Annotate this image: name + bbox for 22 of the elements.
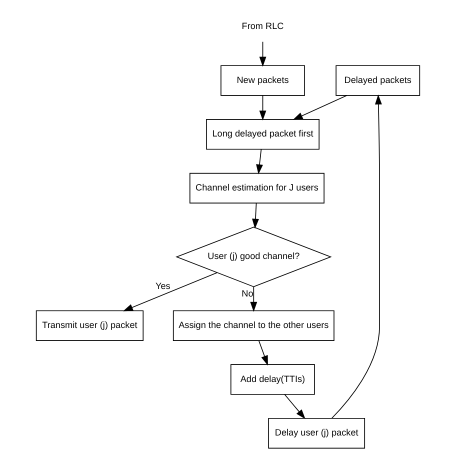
arrow [122,272,218,312]
node-box: Add delay(TTIs) [230,364,315,395]
node-box: Assign the channel to the other users [172,310,334,341]
arrow [259,95,266,121]
node-box: Channel estimation for J users [190,172,324,204]
arrow [252,202,259,229]
node-box: Transmit user (j) packet [36,310,144,341]
arrow [258,340,268,366]
edge-label: Yes [156,281,170,292]
arrow [250,286,258,312]
arrow [331,94,382,419]
node-box: Delay user (j) packet [268,418,366,449]
node-diamond: User (j) good channel? [176,226,332,288]
node-text: From RLC [242,21,284,32]
arrow [292,95,348,120]
arrow [256,149,263,174]
node-box: New packets [220,65,305,96]
arrow [284,394,306,420]
node-box: Long delayed packet first [206,119,320,150]
edge-label: No [242,288,254,298]
node-box: Delayed packets [336,65,420,96]
arrow [259,41,266,67]
